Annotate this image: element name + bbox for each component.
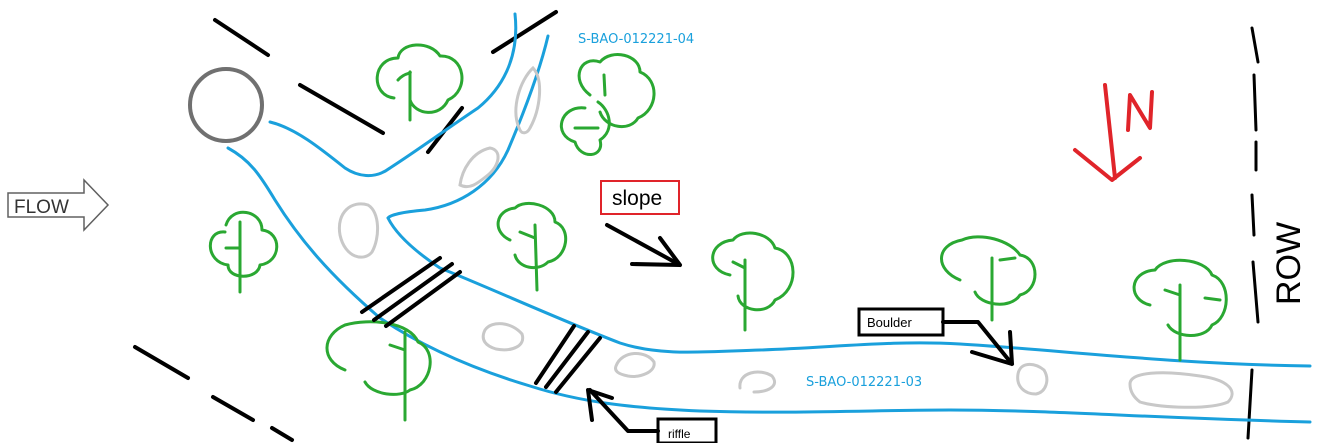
rock xyxy=(514,65,542,135)
riffle-hatch-upper xyxy=(360,256,462,328)
rock xyxy=(1128,371,1234,409)
riffle-arrow xyxy=(586,388,660,433)
outfall-circle-marker xyxy=(188,67,264,143)
north-arrow-shaft xyxy=(1103,83,1117,180)
bank-dashes xyxy=(133,10,558,442)
slope-box xyxy=(600,180,680,215)
rocks xyxy=(337,65,1234,409)
tree xyxy=(711,231,795,332)
rock xyxy=(1016,363,1049,396)
slope-callout: slope xyxy=(600,180,682,267)
rock xyxy=(458,146,500,189)
riffle-box xyxy=(656,417,718,443)
row-dashed-line xyxy=(1246,26,1260,440)
row-label: ROW xyxy=(1270,222,1308,305)
tree xyxy=(577,53,656,128)
slope-arrow xyxy=(605,223,682,267)
main-channel-left-bank xyxy=(226,146,1312,424)
north-arrow-head xyxy=(1073,148,1142,182)
trees xyxy=(208,43,1228,422)
tributary-left-bank xyxy=(268,12,518,177)
flow-label: FLOW xyxy=(14,197,69,218)
stream-label-upper: S-BAO-012221-04 xyxy=(578,32,694,47)
rock xyxy=(614,352,656,378)
riffle-hatch-lower xyxy=(534,324,602,394)
tree xyxy=(559,100,611,156)
stream-label-lower: S-BAO-012221-03 xyxy=(806,375,922,390)
tree xyxy=(325,320,432,422)
boulder-callout: Boulder xyxy=(857,307,1014,366)
riffle-label: riffle xyxy=(668,427,691,441)
north-arrow xyxy=(1073,83,1154,182)
north-n-letter xyxy=(1126,90,1154,132)
tree xyxy=(496,202,568,292)
stream-banks xyxy=(226,12,1312,424)
boulder-arrow xyxy=(941,320,1014,366)
tree xyxy=(940,235,1037,322)
riffle-callout: riffle xyxy=(586,388,718,443)
boulder-label: Boulder xyxy=(867,315,912,330)
slope-label: slope xyxy=(612,187,662,210)
tree xyxy=(208,210,279,294)
flow-arrow: FLOW xyxy=(7,178,110,232)
rock xyxy=(738,370,777,394)
tree xyxy=(1132,258,1228,362)
tributary-right-bank xyxy=(386,34,1312,368)
rock xyxy=(481,322,525,352)
rock xyxy=(337,202,379,259)
tree xyxy=(375,43,464,122)
